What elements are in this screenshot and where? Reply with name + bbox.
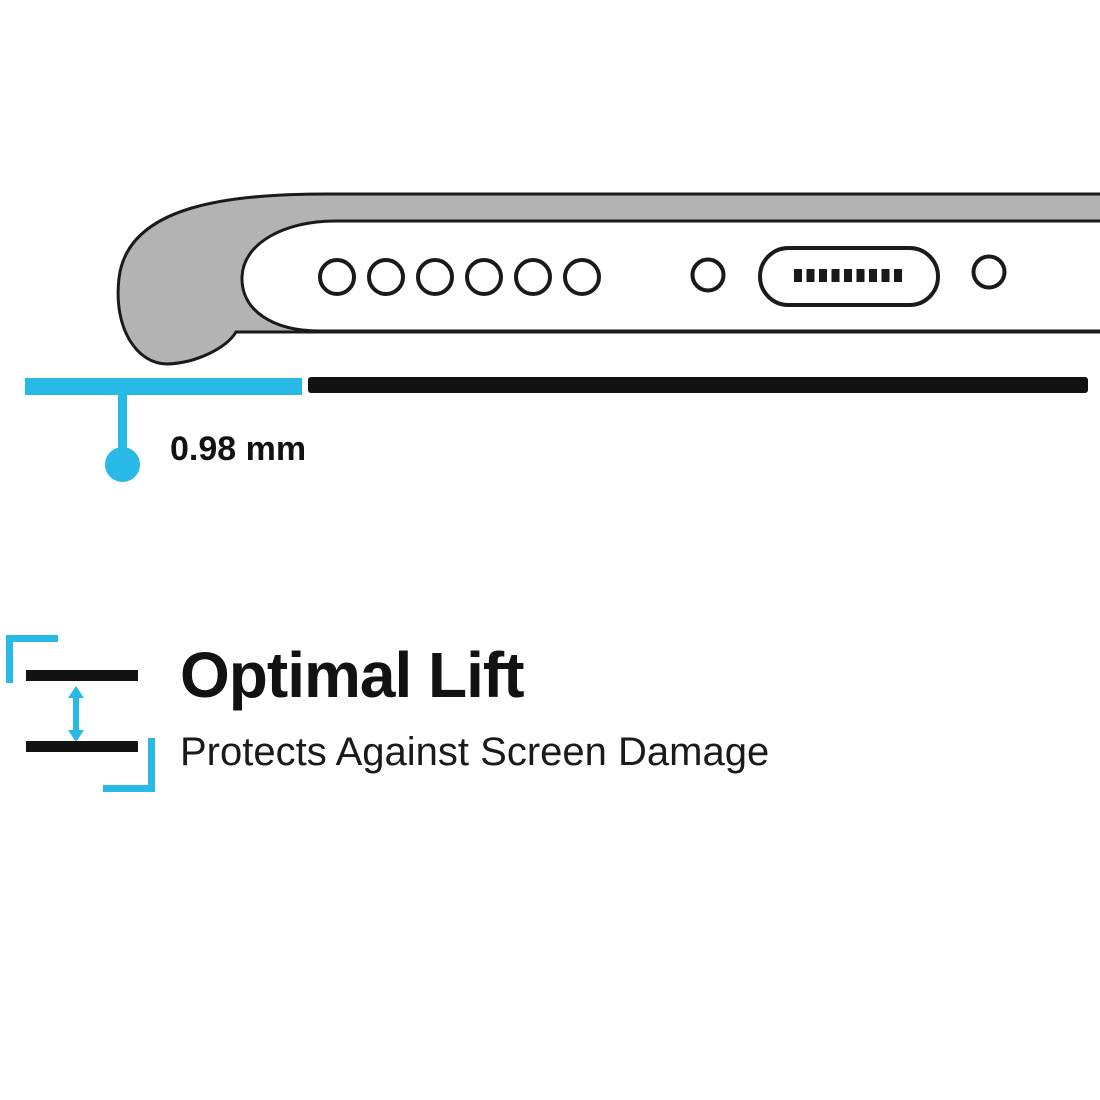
charging-port bbox=[758, 246, 940, 307]
vertical-double-arrow-icon bbox=[68, 686, 84, 742]
speaker-hole bbox=[563, 258, 601, 296]
lift-icon bbox=[6, 635, 155, 792]
bracket-top-left bbox=[6, 635, 58, 683]
speaker-hole bbox=[318, 258, 356, 296]
measurement-pointer-line bbox=[118, 394, 127, 452]
feature-title: Optimal Lift bbox=[180, 639, 525, 711]
phone-bottom-edge-illustration bbox=[116, 192, 1100, 366]
lift-bottom-bar bbox=[26, 741, 138, 752]
measurement-pointer-dot bbox=[105, 447, 140, 482]
charging-port-pins bbox=[794, 269, 902, 282]
speaker-hole bbox=[416, 258, 454, 296]
feature-subtitle: Protects Against Screen Damage bbox=[180, 730, 770, 774]
case-lip-highlight-bar bbox=[25, 378, 302, 395]
lift-top-bar bbox=[26, 670, 138, 681]
screw-hole-right bbox=[971, 254, 1007, 290]
speaker-holes bbox=[318, 258, 601, 296]
speaker-hole bbox=[465, 258, 503, 296]
speaker-hole bbox=[367, 258, 405, 296]
surface-line-bar bbox=[308, 377, 1088, 393]
screw-hole-left bbox=[690, 257, 726, 293]
bracket-bottom-right bbox=[103, 738, 155, 792]
measurement-value: 0.98 mm bbox=[170, 430, 307, 468]
speaker-hole bbox=[514, 258, 552, 296]
